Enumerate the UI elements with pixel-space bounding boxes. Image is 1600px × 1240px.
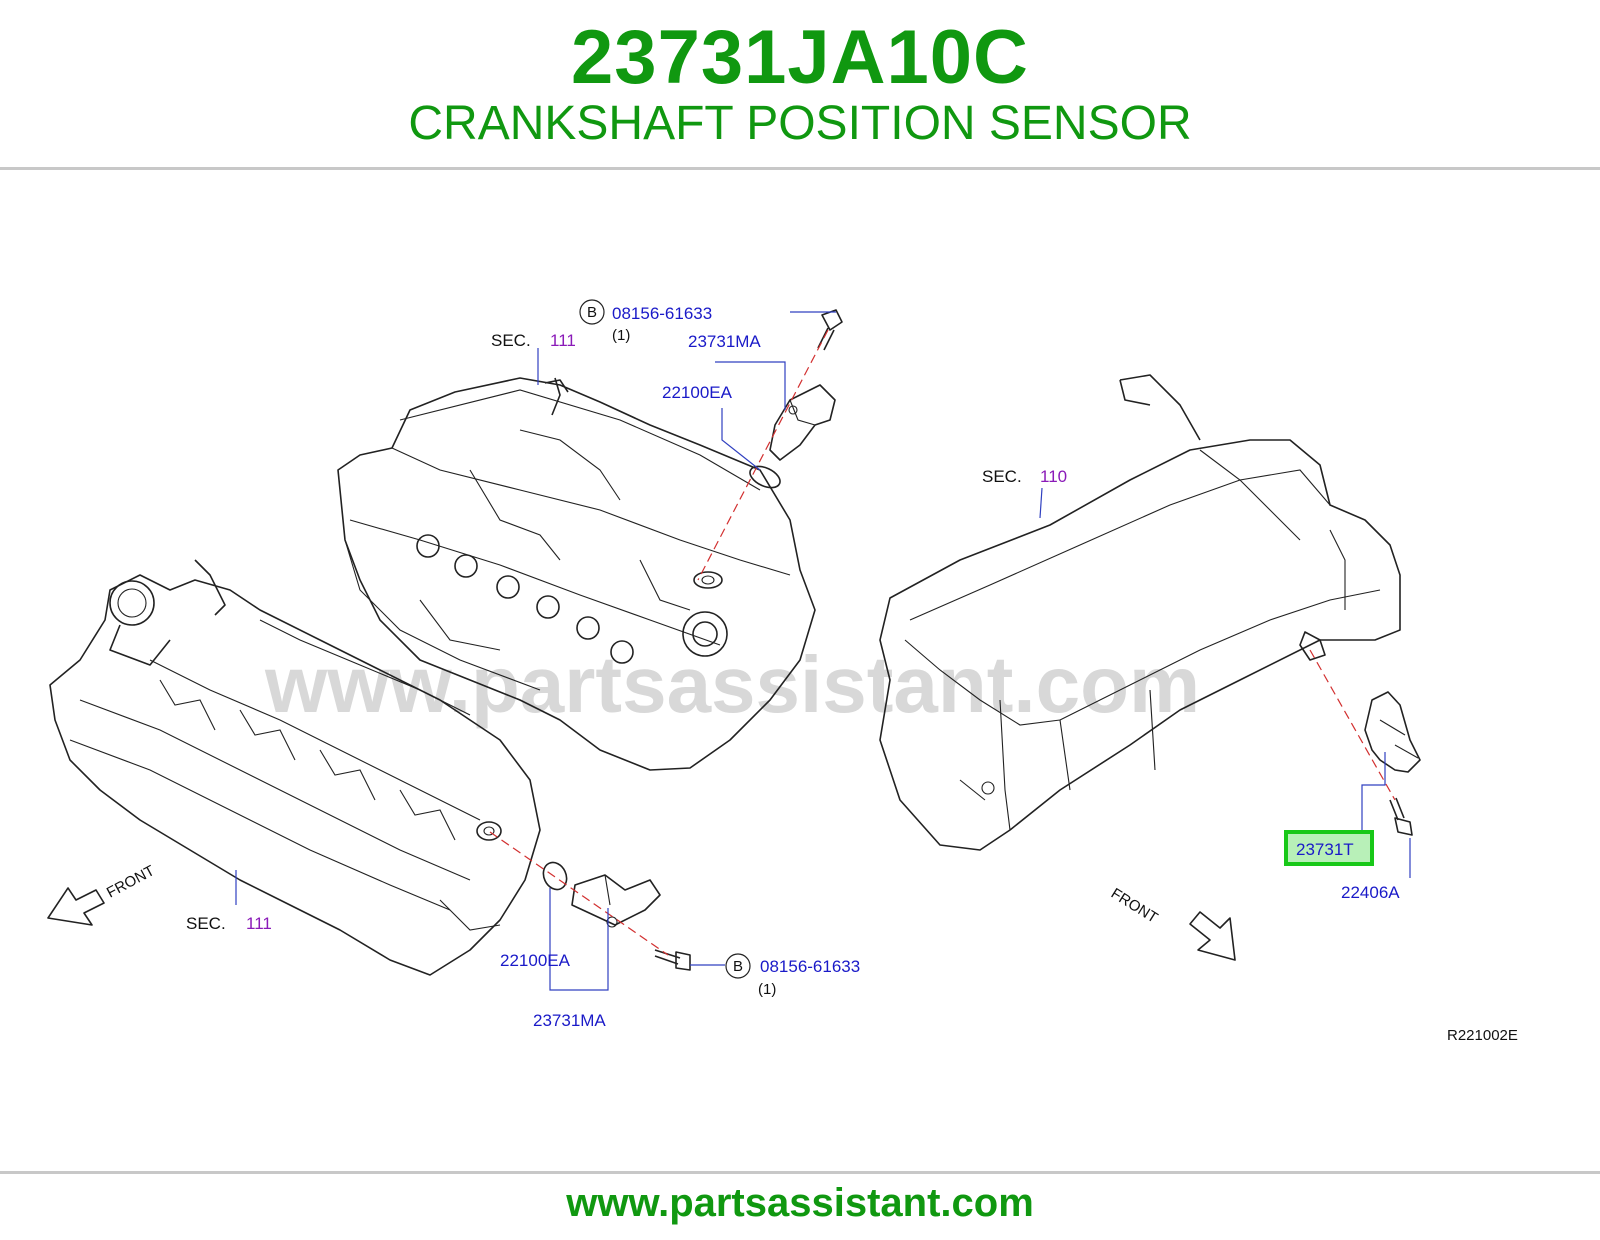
o-ring-bottom-part: [542, 861, 568, 891]
cam-sensor-top-link[interactable]: 23731MA: [688, 332, 761, 351]
header-divider: [0, 167, 1600, 170]
cam-sensor-bottom-part: [571, 874, 661, 928]
bolt-badge-top: B: [587, 304, 597, 321]
sec-111-bottom-link[interactable]: 111: [246, 914, 272, 933]
footer-url-link[interactable]: www.partsassistant.com: [566, 1181, 1034, 1225]
centerline-bottom-sensor: [489, 831, 669, 956]
cylinder-head-rh-illustration: [337, 377, 816, 771]
sec-prefix-bottom: SEC.: [186, 914, 226, 933]
leader-lines: [235, 311, 1411, 991]
centerline-crank-sensor: [1309, 649, 1396, 801]
sec-prefix-110: SEC.: [982, 467, 1022, 486]
bolt-badge-top-circle: [579, 299, 605, 325]
front-arrow-right-icon: [1189, 911, 1236, 961]
bolt-bottom-part: [654, 949, 691, 971]
part-name-subtitle: CRANKSHAFT POSITION SENSOR: [408, 97, 1192, 150]
centerline-top-sensor: [697, 329, 829, 581]
o-ring-bottom-link[interactable]: 22100EA: [500, 951, 571, 970]
front-label-right: FRONT: [1108, 885, 1161, 927]
sec-prefix-top: SEC.: [491, 331, 531, 350]
bolt-top-part: [817, 309, 843, 351]
front-label-left: FRONT: [104, 862, 158, 901]
crank-sensor-part: [1364, 691, 1421, 773]
bolt-crank-link[interactable]: 22406A: [1341, 883, 1400, 902]
oil-pan-illustration: [879, 374, 1401, 851]
cylinder-head-lh-illustration: [49, 559, 541, 976]
bolt-qty-bottom: (1): [758, 981, 776, 998]
cam-sensor-bottom-link[interactable]: 23731MA: [533, 1011, 606, 1030]
part-number-title: 23731JA10C: [571, 15, 1029, 100]
crank-bolt-part: [1389, 797, 1413, 836]
watermark-text: www.partsassistant.com: [264, 640, 1200, 729]
front-arrow-left-icon: [47, 887, 105, 926]
sec-111-top-link[interactable]: 111: [550, 331, 576, 350]
bolt-badge-bottom-circle: [725, 953, 751, 979]
page-header: 23731JA10C CRANKSHAFT POSITION SENSOR: [0, 0, 1600, 170]
footer-divider: [0, 1171, 1600, 1174]
sec-110-link[interactable]: 110: [1040, 467, 1067, 486]
bolt-part-top-link[interactable]: 08156-61633: [612, 304, 712, 323]
o-ring-top-link[interactable]: 22100EA: [662, 383, 733, 402]
bolt-qty-top: (1): [612, 327, 630, 344]
bolt-badge-bottom: B: [733, 958, 743, 975]
highlighted-part-box: [1284, 830, 1374, 866]
diagram-ref-code: R221002E: [1447, 1027, 1518, 1044]
bolt-part-bottom-link[interactable]: 08156-61633: [760, 957, 860, 976]
crank-sensor-highlighted-link[interactable]: 23731T: [1296, 840, 1354, 859]
o-ring-top-part: [749, 465, 781, 489]
